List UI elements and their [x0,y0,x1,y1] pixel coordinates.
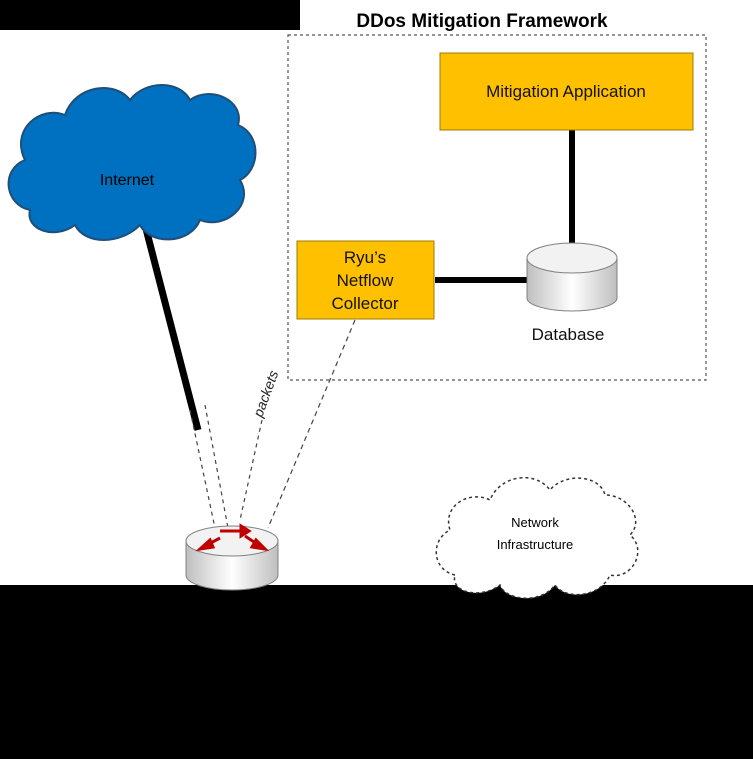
netflow-collector-label-line2: Netflow [337,271,394,290]
internet-label: Internet [100,172,155,189]
internet-router-connector [141,224,202,431]
mitigation-application-label: Mitigation Application [486,82,646,101]
network-infrastructure-label-line1: Network [511,515,559,530]
network-infrastructure-cloud-node: Network Infrastructure [435,476,639,599]
mitigation-application-box [439,52,694,131]
canvas-middle [0,425,753,585]
netflow-flow-line-right [204,404,229,529]
framework-boundary [287,34,707,381]
internet-cloud-node: Internet [7,84,257,241]
canvas-title-strip [300,0,753,30]
router-arrows-icon [195,523,270,552]
netflow-collector-label-line3: Collector [331,294,398,313]
mitigation-application-node: Mitigation Application [439,52,694,131]
router-node [185,523,279,591]
netflow-collector-box [296,240,435,320]
database-cylinder-top [526,242,618,274]
network-infrastructure-label-line2: Infrastructure [497,537,574,552]
database-node: Database [526,242,618,344]
netflow-collector-node: Ryu’s Netflow Collector [296,240,435,320]
netflow-export-line [267,319,356,529]
netflow-flow-line-mid [239,419,263,521]
netflow-collector-label-line1: Ryu’s [344,248,386,267]
network-infrastructure-cloud-shape [435,476,639,599]
database-label: Database [532,325,605,344]
internet-cloud-shape [7,84,257,241]
framework-title: DDos Mitigation Framework [356,11,608,32]
